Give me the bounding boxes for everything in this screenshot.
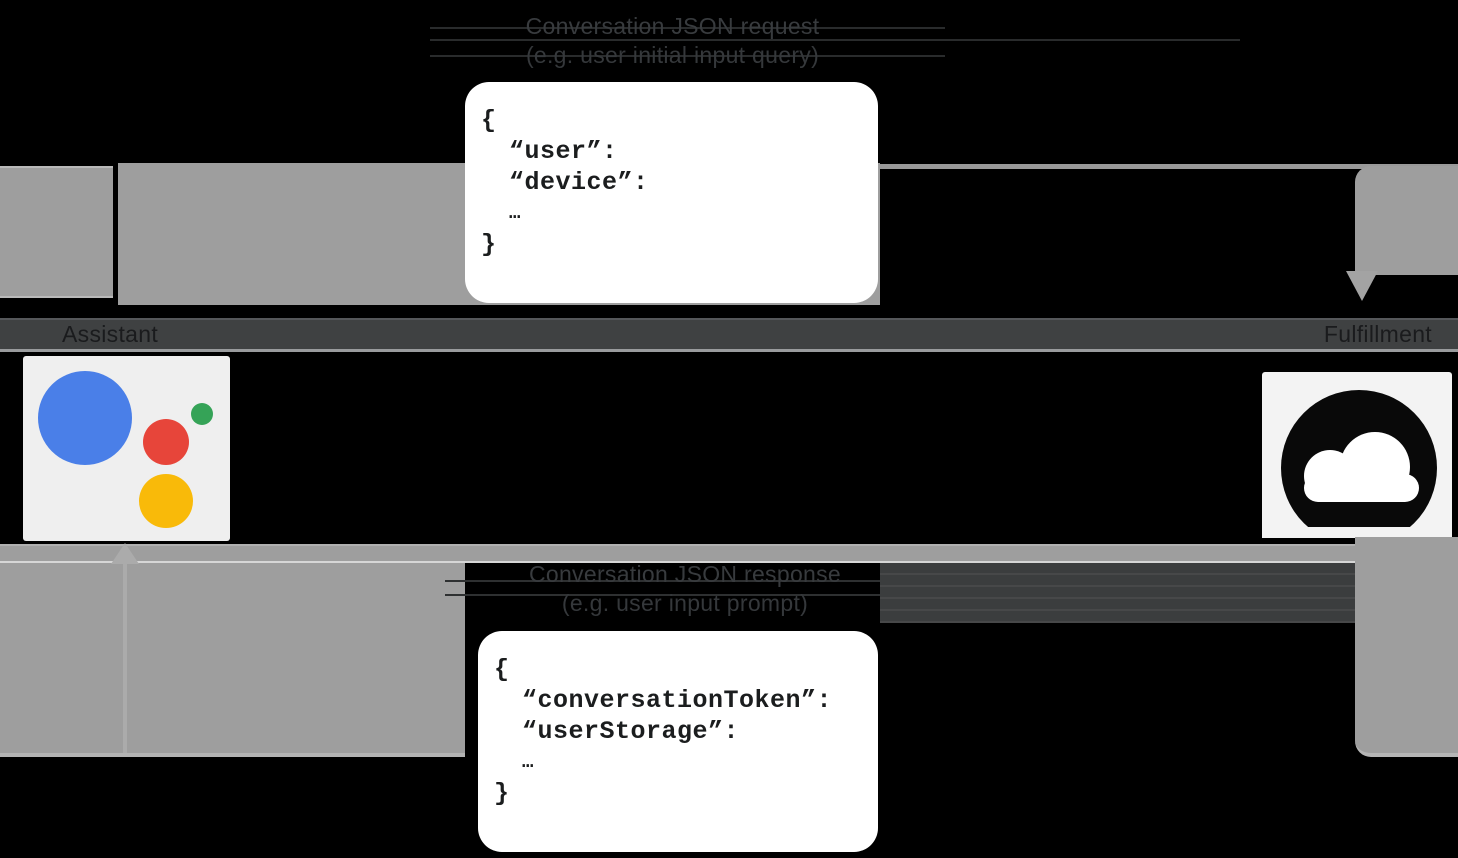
code-line: } bbox=[481, 230, 497, 259]
google-assistant-icon bbox=[23, 356, 230, 541]
response-arrow-top-edge bbox=[0, 544, 1355, 563]
request-label-line2: (e.g. user initial input query) bbox=[525, 42, 820, 68]
response-arrow-stem bbox=[123, 563, 127, 753]
cloud-logo-svg bbox=[1262, 390, 1452, 546]
streak-line bbox=[445, 580, 880, 582]
request-arrow-top-edge bbox=[880, 164, 1458, 169]
fulfillment-cloud-icon bbox=[1262, 372, 1452, 546]
assistant-lane-label: Assistant bbox=[62, 321, 159, 347]
assistant-yellow-circle bbox=[139, 474, 193, 528]
assistant-green-circle bbox=[191, 403, 213, 425]
code-line: { bbox=[494, 655, 510, 684]
code-line: } bbox=[494, 779, 510, 808]
request-arrowhead-icon bbox=[1346, 271, 1378, 301]
streak-line bbox=[430, 39, 1240, 41]
assistant-blue-circle bbox=[38, 371, 132, 465]
response-arrowhead-icon bbox=[111, 543, 139, 564]
streak-line bbox=[430, 27, 945, 29]
response-arrow-drop bbox=[1355, 537, 1458, 757]
response-json-snippet: { “conversationToken”: “userStorage”: … … bbox=[478, 631, 878, 852]
fulfillment-lane-label: Fulfillment bbox=[1323, 321, 1432, 347]
request-arrow-drop bbox=[1355, 166, 1458, 275]
response-arrow-shadow bbox=[880, 563, 1355, 623]
request-label-line1: Conversation JSON request bbox=[525, 13, 820, 39]
response-label-line2: (e.g. user input prompt) bbox=[561, 590, 809, 616]
code-line: “device”: bbox=[509, 168, 649, 197]
lane-divider: Assistant Fulfillment bbox=[0, 318, 1458, 352]
response-label-line1: Conversation JSON response bbox=[528, 561, 842, 587]
request-arrow-tail bbox=[0, 166, 113, 298]
request-json-snippet: { “user”: “device”: … } bbox=[465, 82, 878, 303]
assistant-red-circle bbox=[143, 419, 189, 465]
code-line: “conversationToken”: bbox=[522, 686, 833, 715]
response-arrow-shaft bbox=[0, 544, 465, 757]
code-line: “userStorage”: bbox=[522, 717, 740, 746]
code-line: { bbox=[481, 106, 497, 135]
code-line: … bbox=[509, 202, 521, 224]
code-line: … bbox=[522, 751, 534, 773]
streak-line bbox=[430, 55, 945, 57]
code-line: “user”: bbox=[509, 137, 618, 166]
request-label: Conversation JSON request (e.g. user ini… bbox=[0, 12, 1345, 70]
streak-line bbox=[445, 594, 880, 596]
response-label: Conversation JSON response (e.g. user in… bbox=[0, 560, 1370, 618]
